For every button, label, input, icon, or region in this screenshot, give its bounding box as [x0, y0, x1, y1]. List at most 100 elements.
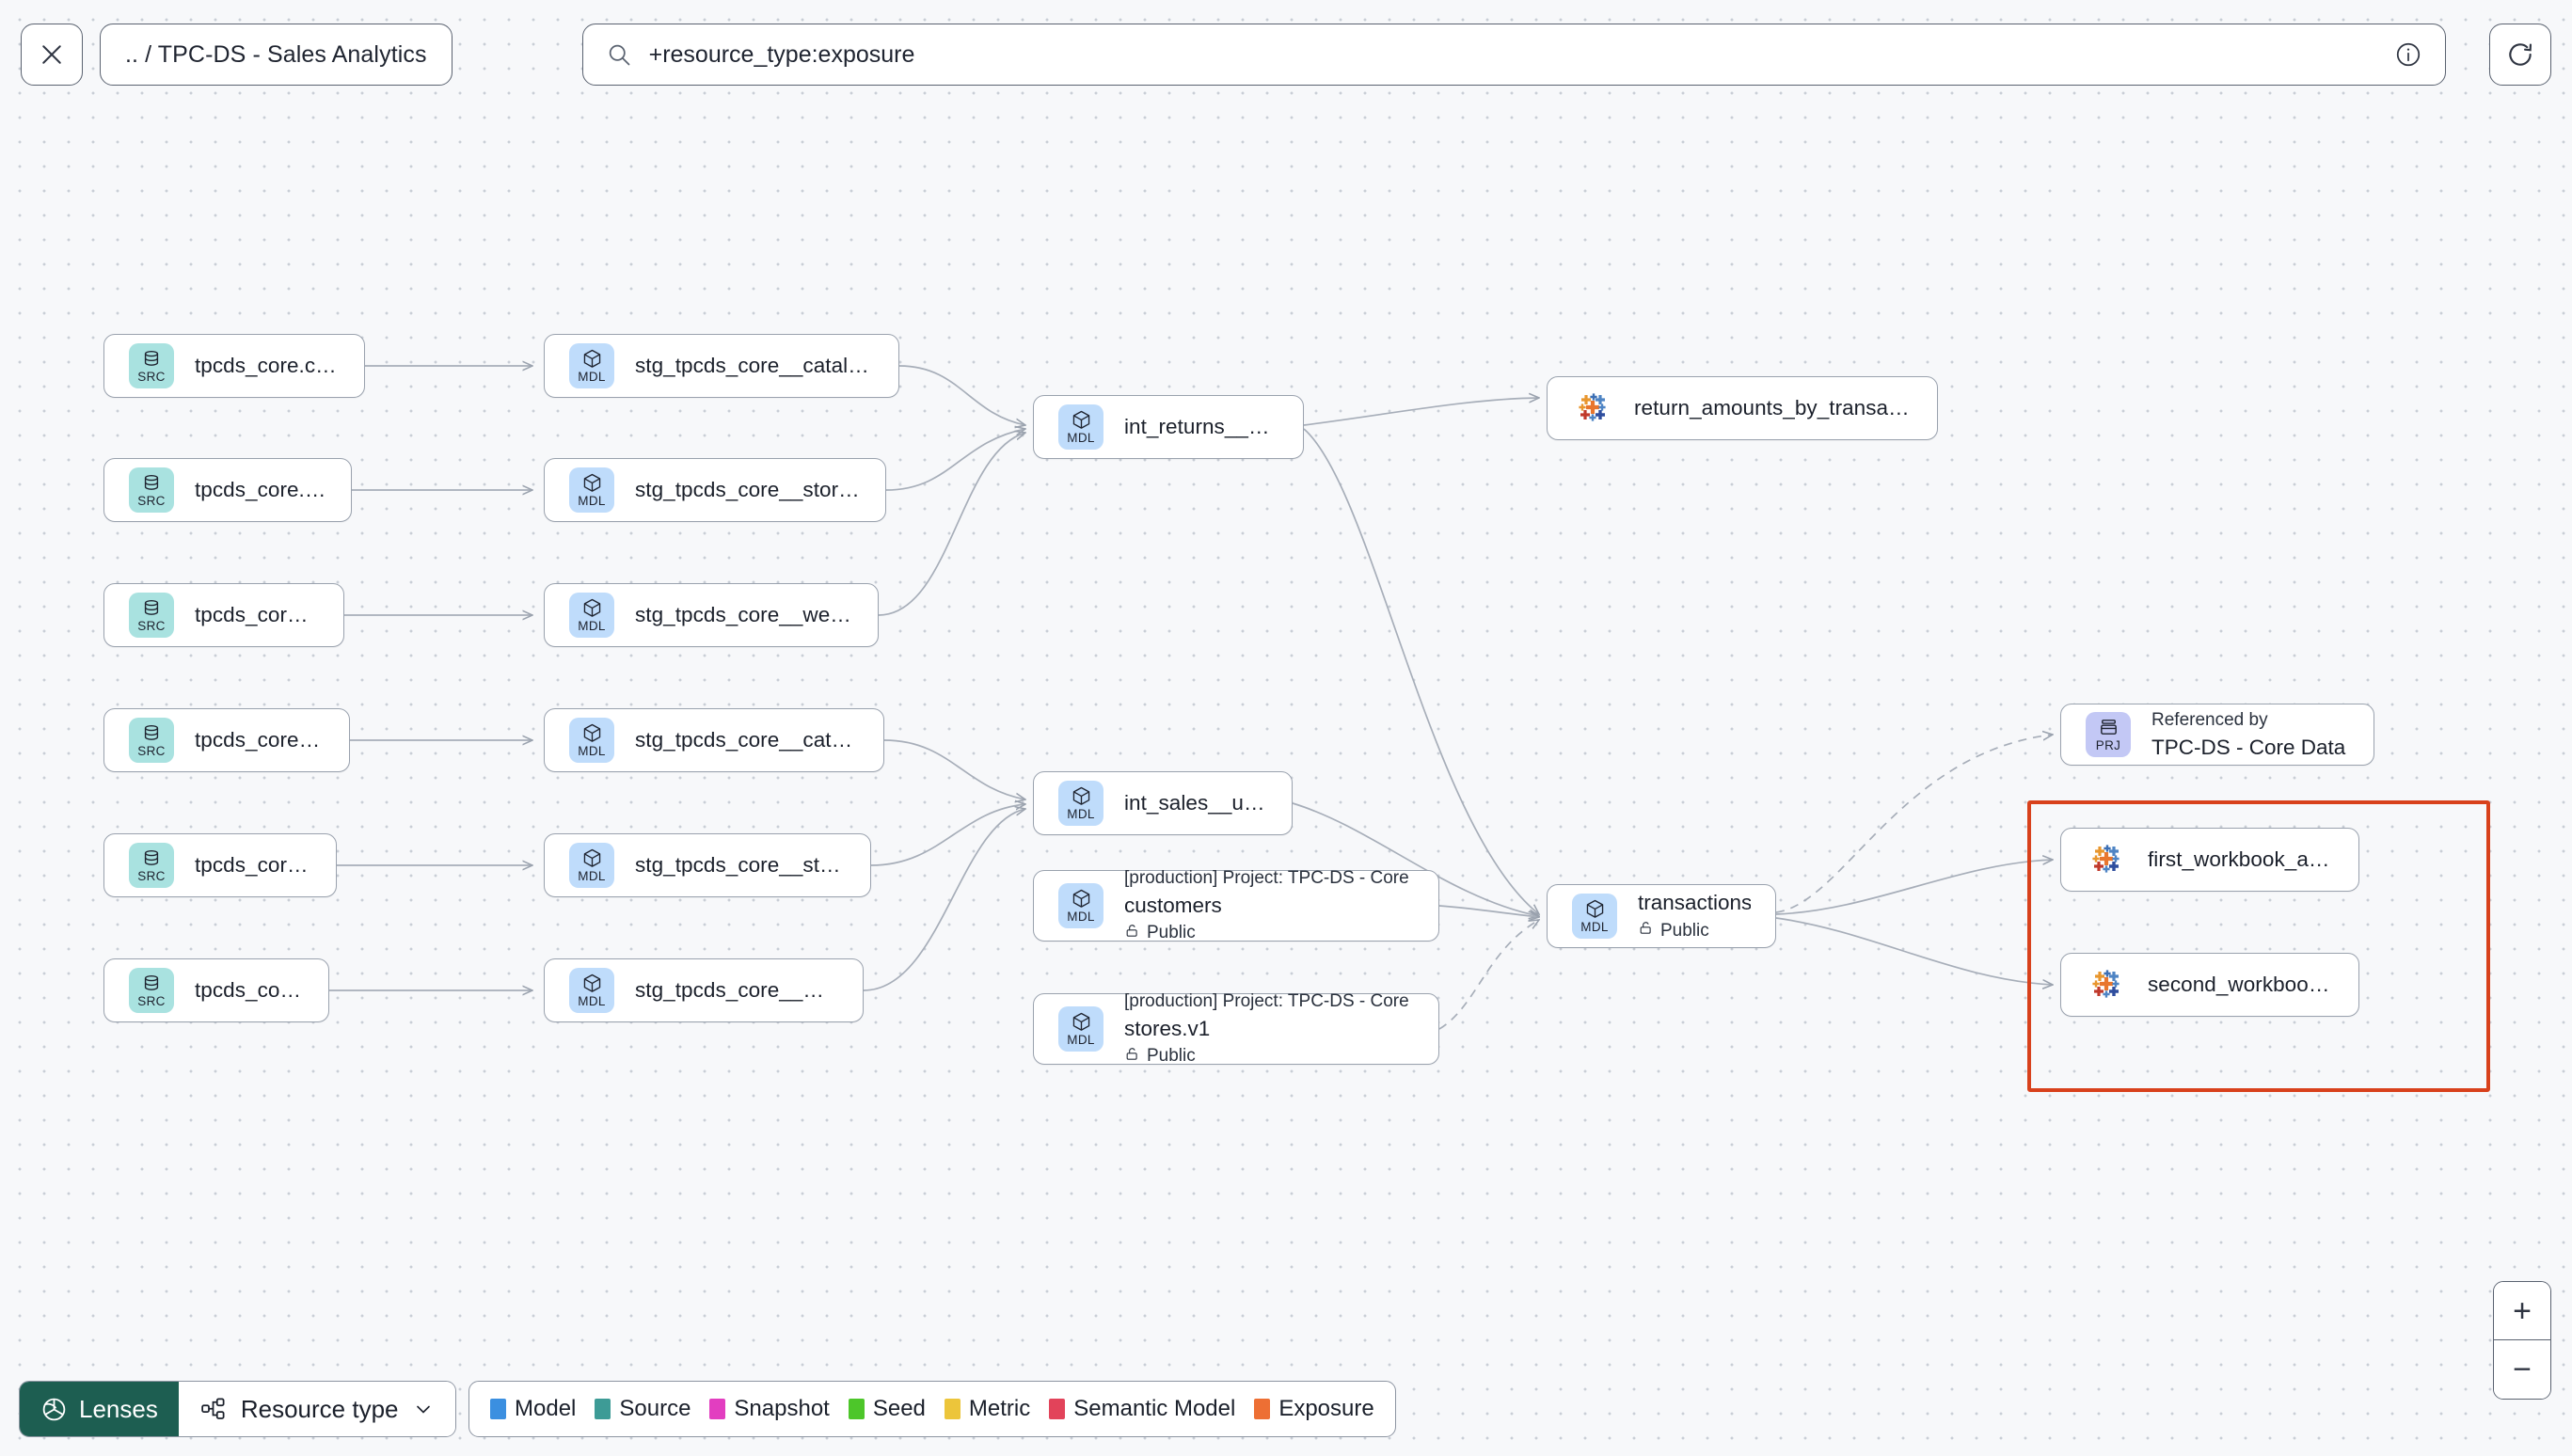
- legend-label: Metric: [968, 1396, 1031, 1421]
- cube-icon: [581, 847, 603, 869]
- mdl-badge: MDL: [1058, 883, 1103, 928]
- cube-icon: [1071, 409, 1092, 431]
- cube-icon: [581, 722, 603, 744]
- graph-node-stg_store_sales[interactable]: MDL stg_tpcds_core__store_sales: [544, 833, 871, 897]
- node-label: stg_tpcds_core__web_returns: [635, 603, 853, 626]
- src-badge: SRC: [129, 467, 174, 513]
- graph-node-stg_catalog_sales[interactable]: MDL stg_tpcds_core__catalog_sales: [544, 708, 884, 772]
- cube-icon: [581, 472, 603, 494]
- breadcrumb-label: .. / TPC-DS - Sales Analytics: [125, 40, 427, 68]
- resource-type-dropdown[interactable]: Resource type: [178, 1382, 455, 1436]
- search-input[interactable]: [648, 40, 2377, 69]
- database-icon: [141, 973, 162, 994]
- node-label: stg_tpcds_core__store_returns: [635, 478, 861, 501]
- graph-node-stg_web_sales[interactable]: MDL stg_tpcds_core__web_sales: [544, 958, 864, 1022]
- graph-node-first_workbook[interactable]: first_workbook_attached_to_tpc-ds_-_…: [2060, 828, 2359, 892]
- lock-open-icon: [1638, 920, 1654, 942]
- lenses-control-group: Lenses Resource type: [19, 1381, 456, 1437]
- lenses-button[interactable]: Lenses: [20, 1382, 179, 1436]
- legend-label: Snapshot: [734, 1396, 830, 1421]
- graph-node-stores_v1[interactable]: MDL [production] Project: TPC-DS - Core …: [1033, 991, 1439, 1068]
- graph-node-stg_catalog_returns[interactable]: MDL stg_tpcds_core__catalog_returns: [544, 334, 899, 398]
- graph-node-metric_return_amounts[interactable]: return_amounts_by_transaction_type: [1547, 376, 1938, 440]
- node-label: int_returns__unioned: [1124, 415, 1278, 438]
- zoom-out-button[interactable]: −: [2494, 1340, 2550, 1399]
- database-icon: [141, 848, 162, 869]
- mdl-badge: MDL: [569, 467, 614, 513]
- legend-item-seed[interactable]: Seed: [848, 1396, 926, 1422]
- node-project-path: [production] Project: TPC-DS - Core Data…: [1124, 867, 1414, 888]
- zoom-controls: + −: [2493, 1281, 2551, 1400]
- graph-node-src_web_sales[interactable]: SRC tpcds_core.web_sales: [103, 958, 329, 1022]
- node-label: stg_tpcds_core__web_sales: [635, 978, 838, 1002]
- graph-node-src_catalog_sales[interactable]: SRC tpcds_core.catalog_sales: [103, 708, 350, 772]
- node-visibility: Public: [1124, 923, 1414, 944]
- search-bar[interactable]: [581, 24, 2446, 86]
- node-visibility: Public: [1124, 1046, 1414, 1068]
- node-label: int_sales__unioned: [1124, 791, 1267, 815]
- legend-swatch: [490, 1399, 506, 1419]
- resource-type-legend: Model Source Snapshot Seed Metric Semant…: [468, 1381, 1396, 1437]
- legend-item-snapshot[interactable]: Snapshot: [709, 1396, 830, 1422]
- graph-node-second_workbook[interactable]: second_workbook_connected_to_live…: [2060, 953, 2359, 1017]
- exposure-icon: [2086, 964, 2127, 1005]
- lock-open-icon: [1124, 1046, 1140, 1068]
- legend-item-exposure[interactable]: Exposure: [1254, 1396, 1374, 1422]
- node-label: transactions: [1638, 891, 1751, 914]
- exposure-icon: [1572, 388, 1613, 429]
- src-badge: SRC: [129, 593, 174, 638]
- graph-node-src_catalog_returns[interactable]: SRC tpcds_core.catalog_returns: [103, 334, 365, 398]
- cube-icon: [581, 973, 603, 994]
- legend-swatch: [595, 1399, 611, 1419]
- node-label: stg_tpcds_core__catalog_sales: [635, 728, 859, 752]
- graph-node-transactions[interactable]: MDL transactions Public: [1547, 884, 1776, 948]
- project-icon: [2098, 717, 2120, 738]
- resource-type-label: Resource type: [240, 1394, 399, 1423]
- graph-node-referenced_by_project[interactable]: PRJ Referenced by TPC-DS - Core Data Mod…: [2060, 704, 2374, 766]
- referenced-by-label: Referenced by: [2151, 709, 2268, 730]
- src-badge: SRC: [129, 968, 174, 1013]
- node-label: tpcds_core.web_returns: [195, 603, 319, 626]
- mdl-badge: MDL: [1058, 404, 1103, 450]
- graph-node-int_returns_unioned[interactable]: MDL int_returns__unioned: [1033, 395, 1304, 459]
- top-toolbar: .. / TPC-DS - Sales Analytics: [0, 0, 2572, 109]
- aperture-icon: [40, 1396, 68, 1423]
- info-icon[interactable]: [2394, 40, 2422, 69]
- refresh-button[interactable]: [2489, 24, 2551, 86]
- search-icon: [606, 41, 632, 68]
- legend-swatch: [848, 1399, 865, 1419]
- legend-swatch: [944, 1399, 961, 1419]
- breadcrumb[interactable]: .. / TPC-DS - Sales Analytics: [100, 24, 452, 86]
- node-label: return_amounts_by_transaction_type: [1634, 396, 1913, 419]
- node-label: second_workbook_connected_to_live…: [2148, 973, 2334, 996]
- legend-item-source[interactable]: Source: [595, 1396, 691, 1422]
- node-label: tpcds_core.web_sales: [195, 978, 304, 1002]
- src-badge: SRC: [129, 843, 174, 888]
- legend-label: Model: [515, 1396, 577, 1421]
- graph-node-src_web_returns[interactable]: SRC tpcds_core.web_returns: [103, 583, 344, 647]
- close-icon: [38, 40, 66, 69]
- graph-node-stg_web_returns[interactable]: MDL stg_tpcds_core__web_returns: [544, 583, 879, 647]
- legend-label: Source: [619, 1396, 691, 1421]
- node-label: tpcds_core.store_sales: [195, 853, 311, 877]
- node-label: customers: [1124, 893, 1222, 917]
- node-label: stg_tpcds_core__store_sales: [635, 853, 846, 877]
- mdl-badge: MDL: [1058, 1006, 1103, 1052]
- mdl-badge: MDL: [569, 343, 614, 388]
- graph-node-src_store_sales[interactable]: SRC tpcds_core.store_sales: [103, 833, 337, 897]
- legend-item-metric[interactable]: Metric: [944, 1396, 1031, 1422]
- graph-node-src_store_returns[interactable]: SRC tpcds_core.store_returns: [103, 458, 352, 522]
- chevron-down-icon: [412, 1398, 435, 1420]
- close-button[interactable]: [21, 24, 83, 86]
- mdl-badge: MDL: [1058, 781, 1103, 826]
- graph-node-customers[interactable]: MDL [production] Project: TPC-DS - Core …: [1033, 867, 1439, 944]
- database-icon: [141, 473, 162, 494]
- legend-item-model[interactable]: Model: [490, 1396, 576, 1422]
- zoom-in-button[interactable]: +: [2494, 1282, 2550, 1340]
- legend-item-semantic-model[interactable]: Semantic Model: [1049, 1396, 1235, 1422]
- graph-node-int_sales_unioned[interactable]: MDL int_sales__unioned: [1033, 771, 1293, 835]
- mdl-badge: MDL: [569, 843, 614, 888]
- graph-node-stg_store_returns[interactable]: MDL stg_tpcds_core__store_returns: [544, 458, 886, 522]
